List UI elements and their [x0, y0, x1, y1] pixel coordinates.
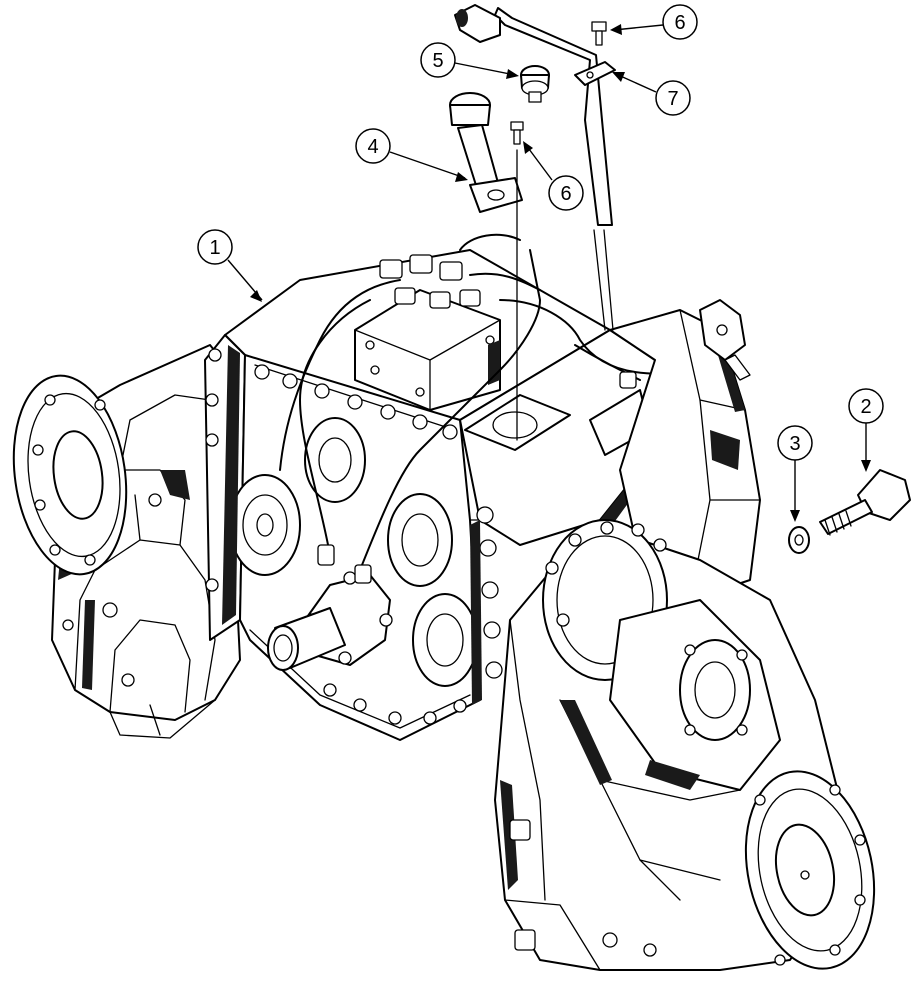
breather-5	[521, 66, 549, 102]
filler-neck-4	[450, 93, 522, 212]
left-wheel-flange	[2, 368, 139, 581]
right-wheel-flange	[729, 759, 892, 980]
bolt-6-top	[592, 22, 606, 45]
dipstick-tube	[455, 5, 615, 330]
callout-3-label: 3	[789, 433, 800, 455]
washer-3	[789, 527, 809, 553]
callout-6-middle-label: 6	[560, 183, 571, 205]
callout-1: 1	[198, 230, 262, 302]
callout-1-label: 1	[209, 237, 220, 259]
callout-7: 7	[612, 72, 690, 115]
control-valve-block	[355, 255, 500, 410]
callout-5-label: 5	[432, 50, 443, 72]
callout-7-label: 7	[667, 88, 678, 110]
front-output-yoke	[268, 572, 392, 670]
callout-5: 5	[421, 43, 519, 79]
bolt-2	[820, 470, 910, 535]
callout-3: 3	[778, 426, 812, 522]
bolt-6-middle	[511, 122, 523, 440]
callout-4-label: 4	[367, 136, 378, 158]
callout-2: 2	[849, 389, 883, 472]
right-gearbox	[610, 300, 760, 600]
callout-4: 4	[356, 129, 468, 182]
callout-6-middle: 6	[523, 141, 583, 210]
callout-6-top-label: 6	[674, 12, 685, 34]
callout-6-top: 6	[610, 5, 697, 39]
callout-2-label: 2	[860, 396, 871, 418]
